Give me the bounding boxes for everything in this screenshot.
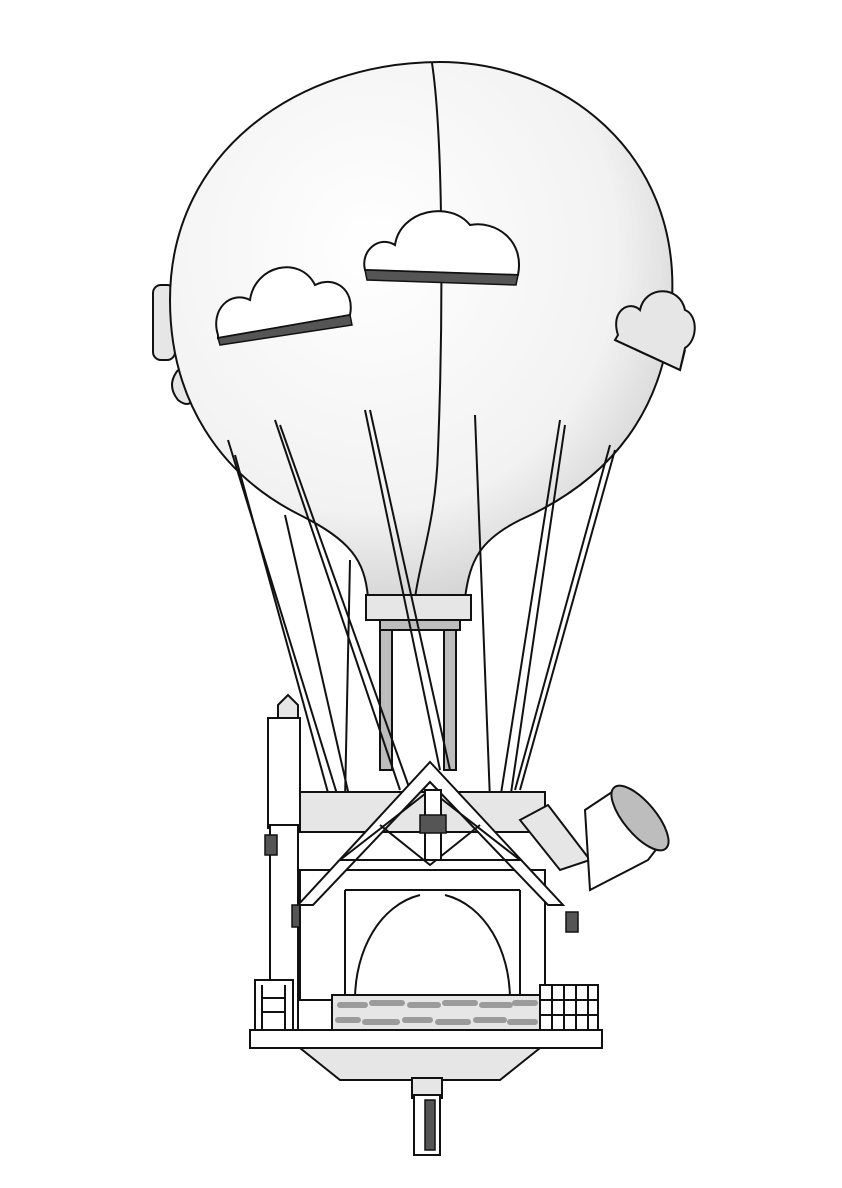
bottom-pipe — [411, 1077, 443, 1156]
lantern-right — [565, 911, 579, 933]
balloon-seam — [414, 62, 443, 599]
roof-gable — [295, 760, 566, 906]
balloon-envelope — [168, 60, 674, 599]
house — [295, 760, 579, 1001]
cloud-center — [363, 210, 521, 286]
cloud-left — [215, 266, 353, 346]
cloud-right — [613, 290, 696, 372]
house-wall — [299, 869, 546, 1001]
lantern — [419, 814, 447, 834]
stairs — [254, 979, 294, 1031]
fence — [539, 984, 599, 1036]
deck — [249, 1029, 603, 1081]
support-pole-left — [379, 629, 393, 771]
funnel — [518, 784, 670, 892]
balloon-mouth-ring — [365, 594, 472, 771]
ropes — [227, 409, 616, 821]
